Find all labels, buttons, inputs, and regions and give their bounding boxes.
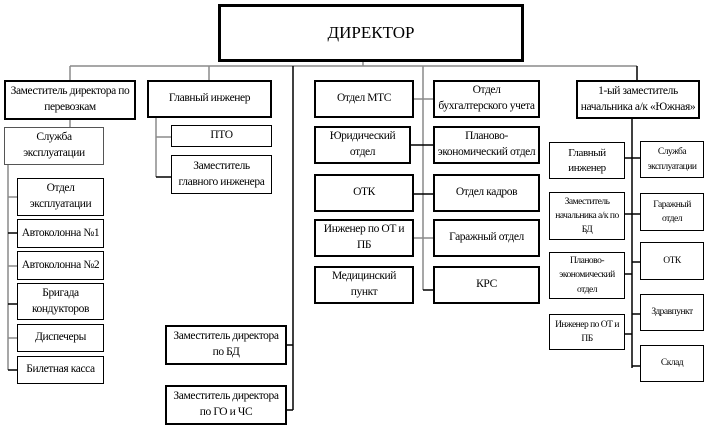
deputy-label: Заместитель директора по БД (173, 330, 279, 358)
subunit-label: Автоколонна №1 (21, 226, 100, 239)
department-box: Инженер по ОТ и ПБ (314, 219, 414, 257)
deputy-label: Заместитель директора по ГО и ЧС (173, 390, 279, 418)
subunit-label: Бригада кондукторов (31, 286, 90, 315)
department-box: Планово-экономический отдел (433, 126, 540, 164)
deputy-box: Заместитель директора по БД (165, 325, 287, 365)
director-label: ДИРЕКТОР (327, 22, 415, 42)
chief-engineer-box: Главный инженер (147, 80, 272, 118)
south-right-label: ОТК (663, 255, 681, 266)
department-label: Отдел МТС (336, 92, 392, 105)
chief-engineer-label: Главный инженер (168, 92, 251, 105)
operations-service-label: Служба эксплуатации (23, 131, 85, 159)
south-right-box: Склад (640, 345, 704, 382)
south-left-box: Заместитель начальника а/к по БД (549, 192, 625, 240)
deputy-box: Заместитель директора по ГО и ЧС (165, 385, 287, 425)
south-left-label: Планово-экономический отдел (559, 256, 615, 295)
transport-deputy-box: Заместитель директора по перевозкам (4, 80, 136, 120)
department-label: Отдел бухгалтерского учета (438, 84, 535, 112)
transport-deputy-label: Заместитель директора по перевозкам (10, 85, 130, 113)
subunit-box: Автоколонна №2 (17, 251, 104, 280)
south-deputy-box: 1-ый заместитель начальника а/к «Южная» (576, 80, 700, 119)
south-left-box: Планово-экономический отдел (549, 252, 625, 299)
south-right-label: Служба эксплуатации (647, 147, 697, 172)
chief-engineer-sub-box: ПТО (171, 125, 272, 147)
department-box: ОТК (314, 174, 414, 212)
subunit-label: Билетная касса (26, 363, 95, 376)
chief-engineer-sub-box: Заместитель главного инженера (171, 155, 272, 194)
chief-engineer-sub-label: ПТО (210, 129, 233, 142)
department-label: Инженер по ОТ и ПБ (323, 223, 405, 251)
department-box: Отдел кадров (433, 174, 540, 212)
department-label: Юридический отдел (329, 130, 396, 158)
department-label: КРС (476, 278, 497, 291)
department-label: Планово-экономический отдел (437, 130, 536, 158)
chief-engineer-sub-label: Заместитель главного инженера (178, 159, 265, 188)
south-left-label: Инженер по ОТ и ПБ (555, 319, 619, 344)
south-left-box: Инженер по ОТ и ПБ (549, 314, 625, 350)
operations-service-box: Служба эксплуатации (4, 127, 104, 165)
south-right-label: Здравпункт (651, 307, 693, 318)
south-right-box: Гаражный отдел (640, 193, 704, 231)
department-box: Отдел МТС (314, 80, 414, 118)
director-box: ДИРЕКТОР (218, 4, 524, 62)
subunit-label: Автоколонна №2 (21, 258, 100, 271)
department-label: Отдел кадров (455, 186, 518, 199)
south-right-box: Служба эксплуатации (640, 141, 704, 178)
department-box: Юридический отдел (314, 126, 411, 164)
south-left-label: Главный инженер (568, 146, 606, 174)
south-right-box: Здравпункт (640, 294, 704, 331)
south-left-label: Заместитель начальника а/к по БД (555, 196, 619, 236)
south-right-label: Склад (660, 358, 684, 369)
south-deputy-label: 1-ый заместитель начальника а/к «Южная» (580, 84, 696, 113)
department-box: Медицинский пункт (314, 266, 414, 304)
department-label: ОТК (353, 186, 375, 199)
department-box: Гаражный отдел (433, 219, 540, 257)
subunit-label: Диспечеры (35, 331, 86, 344)
south-right-box: ОТК (640, 242, 704, 280)
subunit-box: Автоколонна №1 (17, 219, 104, 248)
south-right-label: Гаражный отдел (653, 199, 691, 224)
subunit-box: Отдел эксплуатации (17, 178, 104, 216)
department-box: КРС (433, 266, 540, 304)
south-left-box: Главный инженер (549, 142, 625, 179)
subunit-label: Отдел эксплуатации (29, 182, 92, 210)
department-label: Медицинский пункт (331, 270, 397, 298)
department-label: Гаражный отдел (449, 231, 524, 244)
subunit-box: Диспечеры (17, 324, 104, 352)
subunit-box: Бригада кондукторов (17, 283, 104, 320)
department-box: Отдел бухгалтерского учета (433, 80, 540, 118)
subunit-box: Билетная касса (17, 356, 104, 384)
